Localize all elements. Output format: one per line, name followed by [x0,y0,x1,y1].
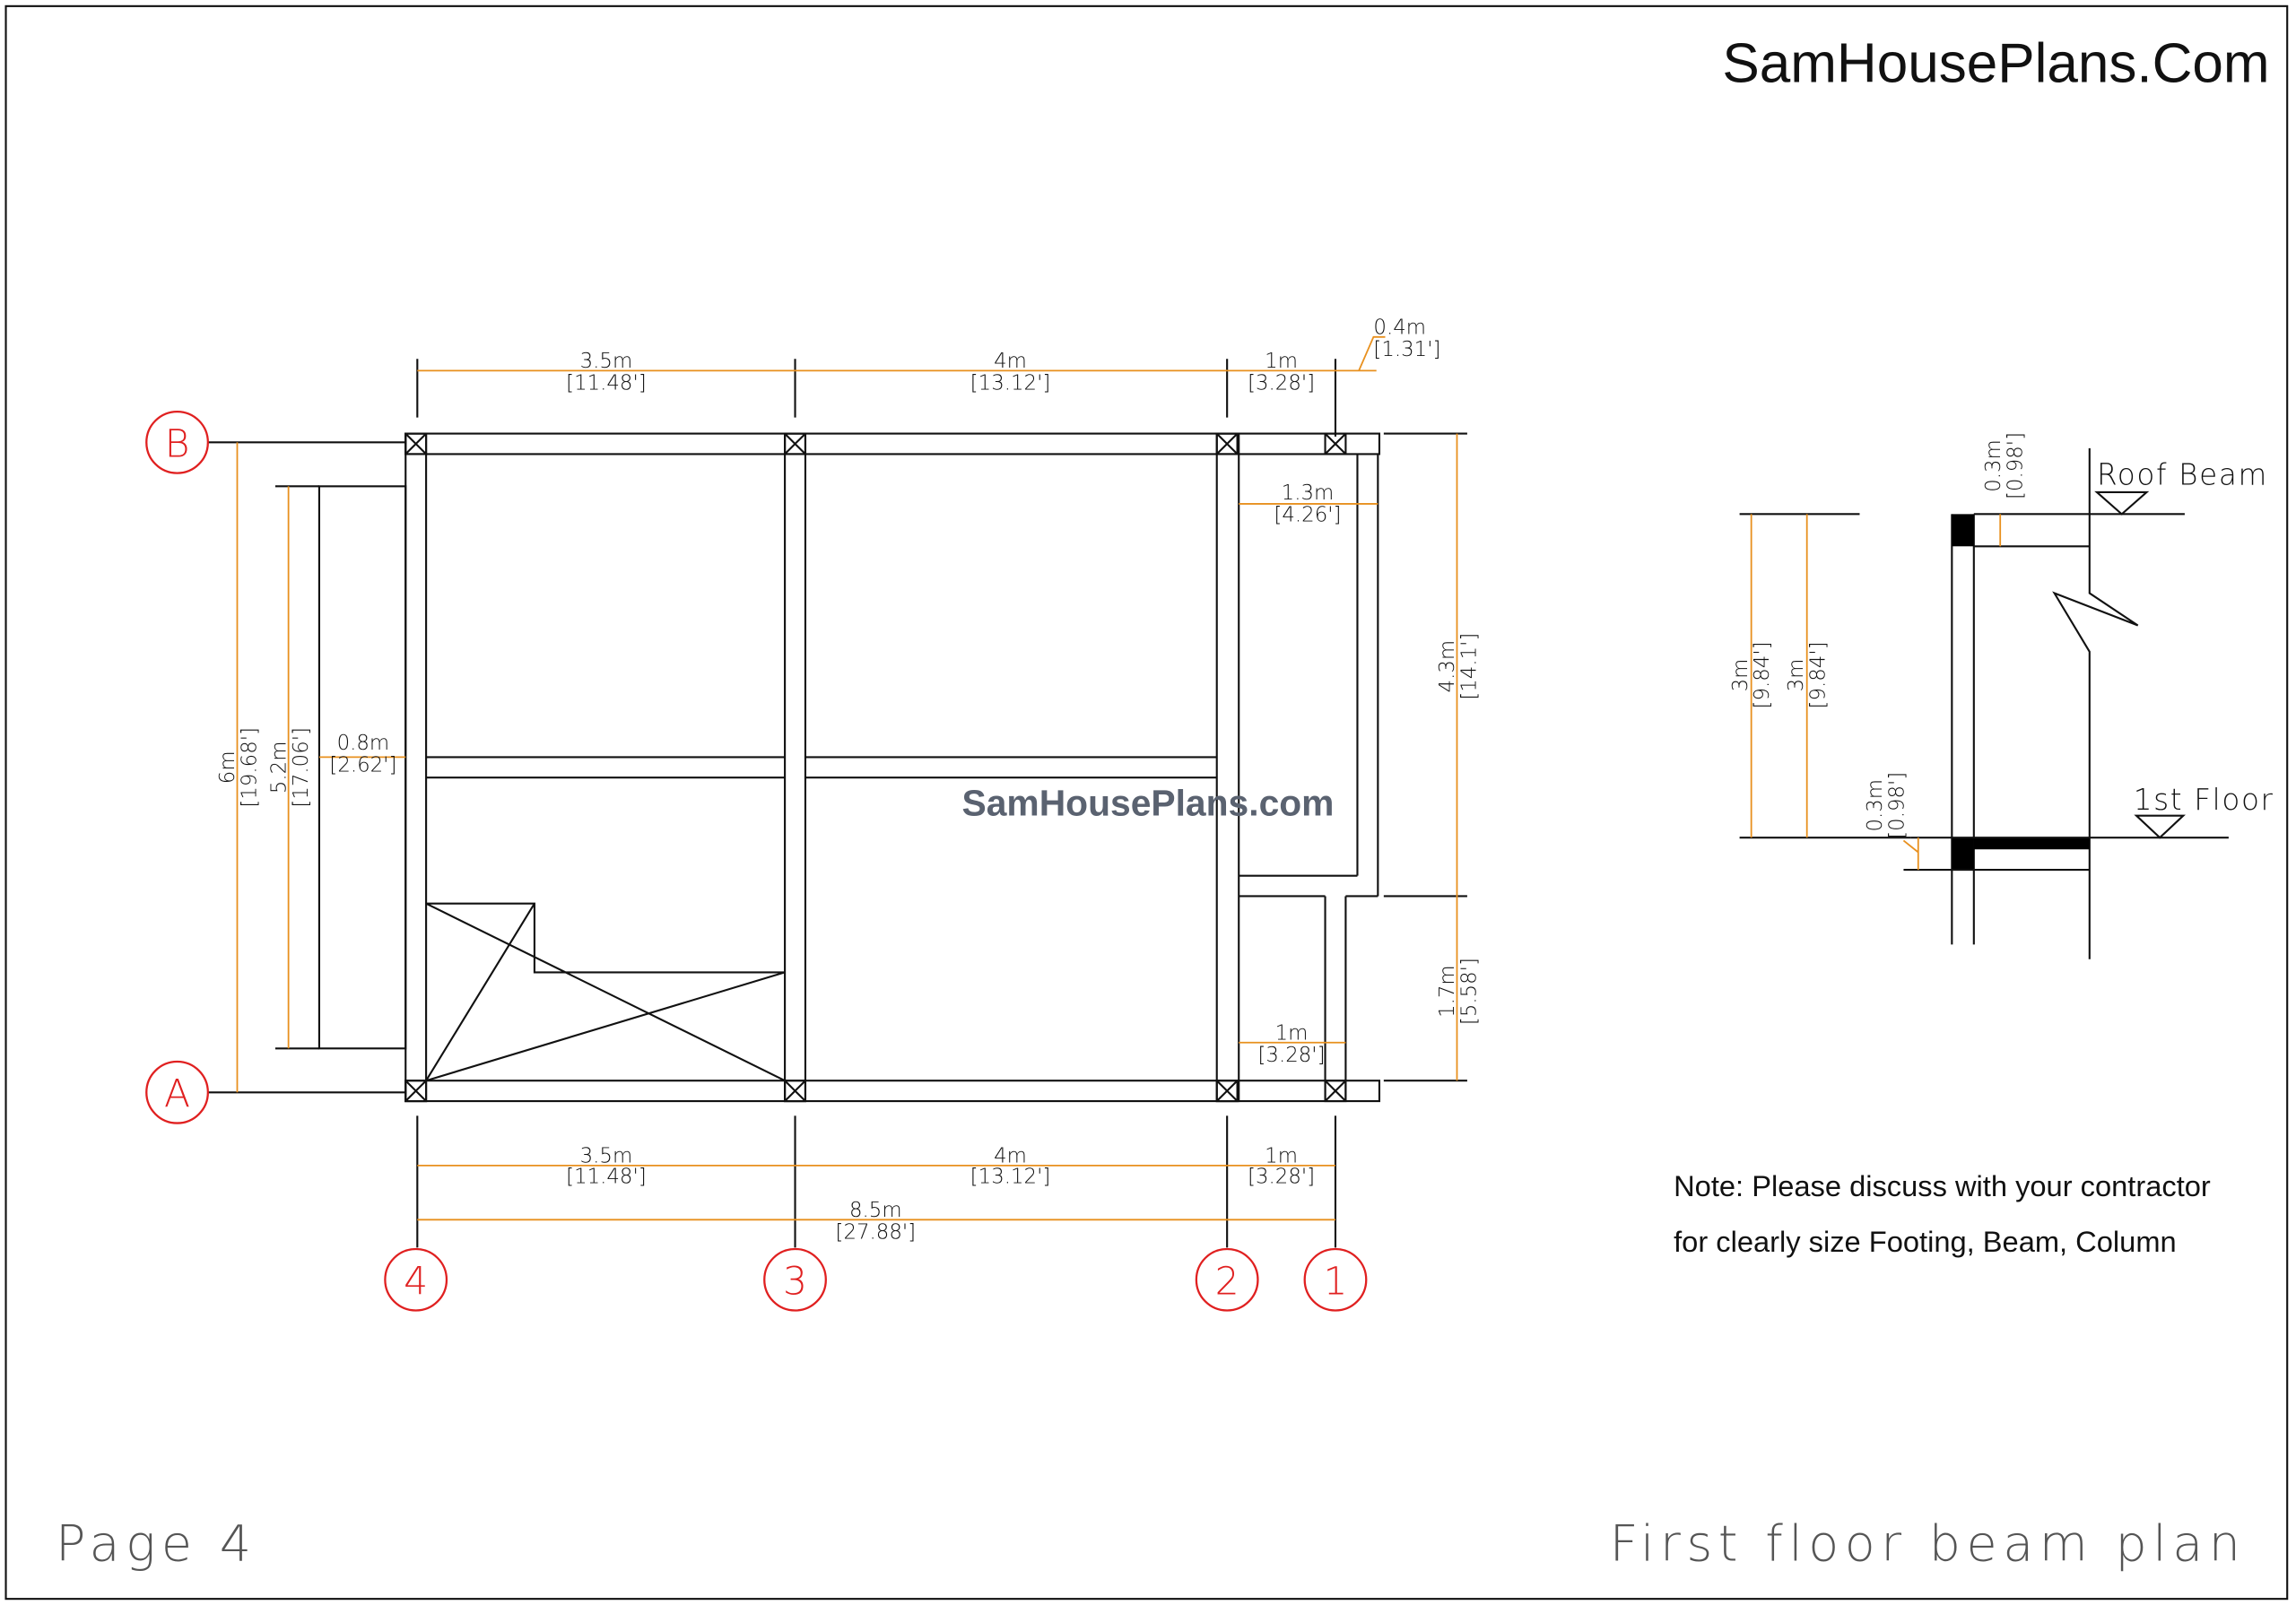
drawing-title: First floor beam plan [1610,1515,2247,1574]
columns [404,432,1347,1103]
page-label: Page 4 [56,1515,257,1574]
brand-title: SamHousePlans.Com [1722,33,2269,95]
dim-label: [3.28'] [1248,372,1315,395]
dim-label: 1.3m [1282,482,1335,505]
dim-label: 1m [1275,1021,1309,1045]
dim-label: [3.28'] [1258,1044,1326,1067]
dim-label: 3.5m [580,1145,633,1168]
dim-label: 0.4m [1373,317,1426,340]
cantilever-beam-right [1239,454,1379,898]
dim-label: 0.3m [1982,439,2005,492]
note-line: for clearly size Footing, Beam, Column [1674,1225,2177,1258]
dim-label: [11.48'] [566,1165,647,1188]
level-marker-floor [2134,814,2186,839]
grid-bubble-4 [384,1247,448,1312]
dim-label: [0.98'] [1885,772,1909,839]
floor-beam-fill [1952,837,1974,871]
grid-bubble-a [145,1060,209,1124]
svg-text:A: A [164,1073,190,1117]
dim-label: 4.3m [1436,640,1459,693]
dim-label: [17.06'] [290,727,313,808]
stair-opening [425,902,786,1082]
dim-label: [5.58'] [1458,958,1482,1025]
grid-bubble-1 [1303,1247,1368,1312]
beam-1 [1324,896,1347,1102]
dim-label: [13.12'] [970,372,1051,395]
beam-3 [784,432,807,1103]
dim-label: 8.5m [849,1199,902,1222]
cantilever-left [317,485,407,1050]
column-marker [1215,432,1239,455]
column-marker [1324,1080,1347,1103]
dimensions-right: 4.3m [14.1'] 1.7m [5.58'] 1.3m [4.26'] 1… [1239,432,1482,1082]
dim-label: [0.98'] [2005,432,2028,499]
watermark: SamHousePlans.com [962,783,1335,824]
middle-beam [426,756,1217,779]
dim-label: 3m [1729,659,1752,692]
dimensions-bottom: 3.5m [11.48'] 4m [13.12'] 1m [3.28'] 8.5… [416,1115,1337,1248]
column-marker [1215,1080,1239,1103]
sheet-border [4,4,2289,1601]
dim-label: 6m [216,750,239,784]
beam-section: 3m [9.84'] 3m [9.84'] Roof Beam 0.3m [0.… [1729,432,2274,959]
dim-label: [11.48'] [566,372,647,395]
dim-label: 0.8m [337,732,390,755]
dim-label: [4.26'] [1274,504,1341,527]
column-marker [784,432,807,455]
grid-bubble-2 [1195,1247,1259,1312]
note-line: Note: Please discuss with your contracto… [1674,1169,2211,1202]
svg-text:B: B [165,423,190,467]
dim-label: [14.1'] [1458,633,1482,700]
column-section [1951,514,1975,945]
beam-2 [1215,432,1240,1103]
roof-beam-fill [1952,514,1974,547]
roof-beam-label: Roof Beam [2097,458,2268,492]
grid-bubble-3 [763,1247,827,1312]
beam-4 [404,432,428,1103]
dim-label: 1.7m [1436,965,1459,1018]
dim-label: [27.88'] [836,1221,917,1245]
floor-level-label: 1st Floor [2134,783,2274,817]
dim-label: [19.68'] [239,727,262,808]
beam-plan [317,432,1381,1103]
dim-label: 1m [1265,350,1298,373]
grid-bubbles: B A 4 3 2 1 [145,410,1368,1312]
dim-label: 4m [994,350,1027,373]
column-marker [1324,432,1347,455]
svg-text:3: 3 [783,1261,807,1305]
column-marker [404,432,428,455]
dim-label: 5.2m [267,742,291,794]
dim-label: [13.12'] [970,1165,1051,1188]
grid-bubble-b [145,410,209,474]
dim-label: [1.31'] [1373,338,1440,361]
break-line [2052,447,2139,959]
dim-label: 3.5m [580,350,633,373]
column-marker [404,1080,428,1103]
dim-label: [3.28'] [1248,1165,1315,1188]
dim-label: [9.84'] [1806,641,1830,708]
dim-label: 3m [1785,659,1808,692]
dim-label: [2.62'] [329,754,396,777]
dim-label: 0.3m [1864,779,1887,832]
dim-label: [9.84'] [1751,641,1774,708]
floor-slab-fill [1973,837,2090,850]
svg-text:2: 2 [1215,1261,1239,1305]
level-marker-roof [2094,490,2150,516]
svg-text:4: 4 [404,1261,428,1305]
dim-label: 4m [994,1145,1027,1168]
dimensions-left: 6m [19.68'] 5.2m [17.06'] 0.8m [2.62'] [207,441,406,1094]
column-marker [784,1080,807,1103]
dimensions-top: 3.5m [11.48'] 4m [13.12'] 1m [3.28'] 0.4… [416,317,1440,437]
dim-label: 1m [1265,1145,1298,1168]
svg-text:1: 1 [1323,1261,1347,1305]
